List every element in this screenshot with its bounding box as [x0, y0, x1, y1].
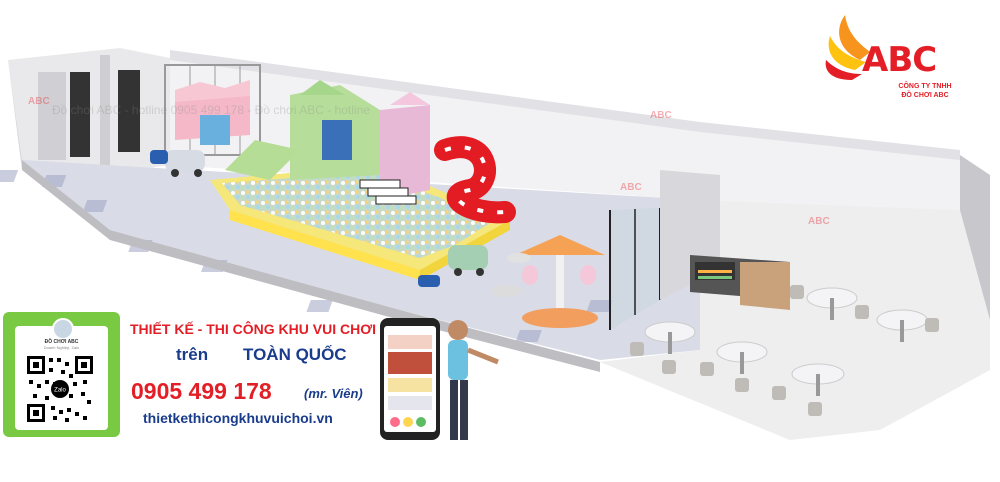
website-link[interactable]: thietkethicongkhuvuichoi.vn	[143, 410, 333, 426]
promo-subtitle-prefix: trên	[176, 345, 209, 364]
qr-card-name: ĐỒ CHƠI ABC	[44, 339, 79, 345]
promo-subtitle-highlight: TOÀN QUỐC	[243, 345, 347, 364]
avatar	[52, 318, 74, 340]
watermark-row: Đồ chơi ABC - hotline 0905 499 178 - Đồ …	[52, 103, 370, 117]
door	[118, 70, 140, 152]
ball-pit	[210, 165, 510, 280]
svg-text:ABC: ABC	[650, 110, 672, 121]
qr-code[interactable]: Zalo	[25, 354, 95, 424]
logo-subtitle-line1: CÔNG TY TNHH	[898, 83, 952, 90]
promo-title: THIẾT KẾ - THI CÔNG KHU VUI CHƠI	[130, 321, 377, 337]
ride-car	[448, 245, 488, 276]
presenter-character	[448, 320, 499, 440]
spiral-slide	[434, 136, 516, 224]
piano-steps	[359, 179, 417, 205]
left-service-rooms	[8, 48, 170, 172]
hotline-phone[interactable]: 0905 499 178	[131, 378, 272, 404]
watermark-logo: ABC ABC ABC ABC	[28, 96, 830, 227]
cafe-counter	[690, 255, 790, 310]
logo-flame-icon	[825, 15, 870, 80]
logo-text: ABC	[862, 40, 937, 80]
front-wall-edge	[22, 160, 600, 372]
logo-subtitle: CÔNG TY TNHH ĐỒ CHƠI ABC	[885, 82, 965, 100]
svg-text:ABC: ABC	[808, 216, 830, 227]
rocking-toy	[418, 275, 440, 287]
svg-text:Đồ chơi ABC - hotline 0905 499: Đồ chơi ABC - hotline 0905 499 178 - Đồ …	[52, 103, 370, 117]
play-structure	[164, 64, 430, 205]
svg-text:ABC: ABC	[28, 96, 50, 107]
phone-mockup	[380, 318, 440, 440]
contact-name: (mr. Viên)	[304, 386, 363, 401]
rocking-toy	[150, 150, 168, 164]
logo-subtitle-line2: ĐỒ CHƠI ABC	[901, 92, 949, 99]
zalo-label: Zalo	[54, 388, 66, 394]
round-seat	[492, 285, 522, 297]
qr-card-subtitle: Doanh Nghiệp, Zalo	[43, 345, 80, 350]
carousel	[515, 235, 605, 328]
svg-text:ABC: ABC	[620, 182, 642, 193]
cafe-floor	[600, 200, 990, 440]
door	[70, 72, 90, 157]
ride-car	[165, 150, 205, 177]
cafe-chairs	[630, 285, 939, 416]
round-seat	[507, 253, 531, 263]
cafe-tables	[644, 287, 928, 396]
